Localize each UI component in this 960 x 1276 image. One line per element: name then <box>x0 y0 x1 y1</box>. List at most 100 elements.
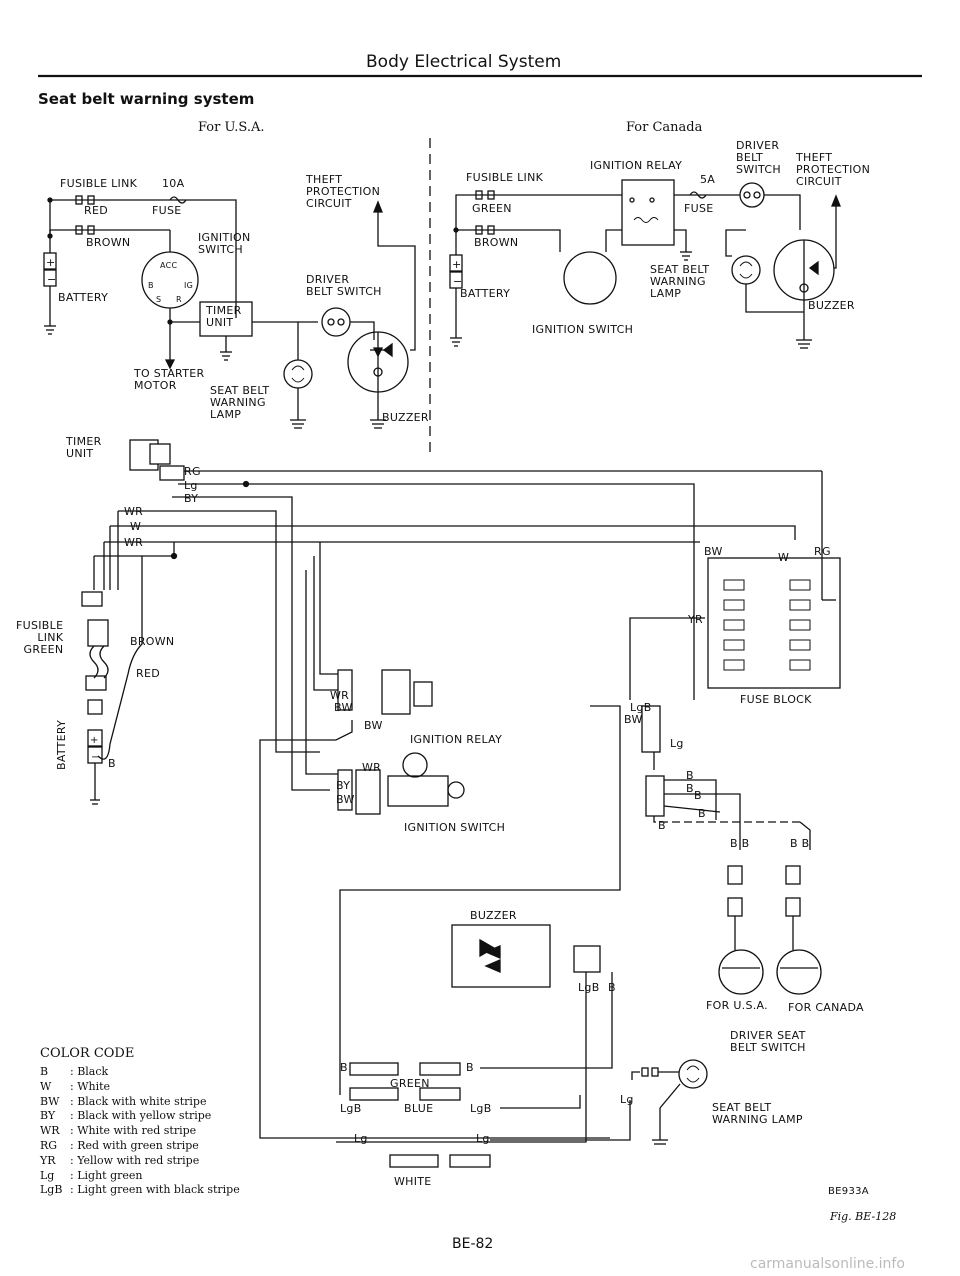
blue-label: BLUE <box>404 1102 434 1115</box>
buz-b: B <box>608 981 616 994</box>
sw-bw: BW <box>336 793 355 806</box>
color-code-entry: BW: Black with white stripe <box>40 1095 240 1110</box>
relay-wr: WR <box>330 689 350 702</box>
page-number: BE-82 <box>452 1236 494 1252</box>
color-code-entry: W: White <box>40 1080 240 1095</box>
bb-left: B B <box>730 837 750 850</box>
canada-driver-belt-switch: DRIVER BELT SWITCH <box>736 139 781 176</box>
buzzer-label: BUZZER <box>470 909 517 922</box>
color-code-entry: B : Black <box>40 1065 240 1080</box>
green-label: GREEN <box>390 1077 430 1090</box>
wiring-lines: + − <box>81 439 841 1168</box>
wire-wr1: WR <box>124 505 144 518</box>
usa-buzzer: BUZZER <box>382 411 429 424</box>
for-usa: FOR U.S.A. <box>706 999 768 1012</box>
color-code-entry: RG: Red with green stripe <box>40 1139 240 1154</box>
color-code: WR <box>40 1124 60 1138</box>
fb-yr: YR <box>688 613 703 626</box>
color-code-entry: LgB: Light green with black stripe <box>40 1183 240 1198</box>
buz-lgb: LgB <box>578 981 600 994</box>
svg-text:−: − <box>453 275 462 288</box>
usa-to-starter: TO STARTER MOTOR <box>134 367 205 392</box>
wiring-timer-unit: TIMER UNIT <box>66 435 102 460</box>
svg-text:+: + <box>46 256 55 269</box>
canada-battery: BATTERY <box>460 287 511 300</box>
color-code-entry: WR: White with red stripe <box>40 1124 240 1139</box>
white-label: WHITE <box>394 1175 432 1188</box>
relay-bw: BW <box>334 701 353 714</box>
fb-bw: BW <box>704 545 723 558</box>
lamp-lg: Lg <box>620 1093 634 1106</box>
sw-wr: WR <box>362 761 382 774</box>
usa-fusible-link: FUSIBLE LINK <box>60 177 138 190</box>
color-description: : Black <box>70 1065 109 1078</box>
conn-b3: B <box>694 789 702 802</box>
canada-fuse: FUSE <box>684 202 714 215</box>
usa-fuse: FUSE <box>152 204 182 217</box>
color-code-entry: BY : Black with yellow stripe <box>40 1109 240 1124</box>
bb-right: B B <box>790 837 810 850</box>
usa-b: B <box>148 281 154 290</box>
svg-text:−: − <box>47 273 56 286</box>
for-canada: FOR CANADA <box>788 1001 864 1014</box>
canada-schematic: + − <box>449 179 841 349</box>
wire-w: W <box>130 520 142 533</box>
fuse-block-label: FUSE BLOCK <box>740 693 812 706</box>
svg-text:−: − <box>91 752 99 763</box>
seat-belt-warning-lamp-label: SEAT BELT WARNING LAMP <box>712 1101 803 1126</box>
page-header-title: Body Electrical System <box>366 52 562 72</box>
wiring-brown: BROWN <box>130 635 175 648</box>
canada-buzzer: BUZZER <box>808 299 855 312</box>
color-code-title: COLOR CODE <box>40 1046 135 1061</box>
blue-lgb-left: LgB <box>340 1102 362 1115</box>
watermark: carmanualsonline.info <box>750 1256 905 1272</box>
color-code: BY <box>40 1109 56 1123</box>
usa-red: RED <box>84 204 108 217</box>
sw-by: BY <box>336 779 351 792</box>
color-code: YR <box>40 1153 56 1167</box>
usa-s: S <box>156 295 162 304</box>
color-code-entry: YR: Yellow with red stripe <box>40 1154 240 1169</box>
wire-lg: Lg <box>184 479 198 492</box>
color-description: : Light green <box>70 1168 143 1182</box>
color-code: B <box>40 1065 49 1078</box>
white-lg-left: Lg <box>354 1132 368 1145</box>
green-b-left: B <box>340 1061 348 1074</box>
conn-b2: B <box>686 782 694 795</box>
wire-by: BY <box>184 492 199 505</box>
canada-5a: 5A <box>700 173 716 186</box>
canada-title: For Canada <box>626 120 703 135</box>
conn-lgb: LgB <box>630 701 652 714</box>
relay-bw2: BW <box>364 719 383 732</box>
ignition-switch-label: IGNITION SWITCH <box>404 821 506 834</box>
usa-r: R <box>176 295 182 304</box>
color-description: : Black with yellow stripe <box>70 1109 212 1123</box>
green-b-right: B <box>466 1061 474 1074</box>
color-code: Lg <box>40 1168 55 1182</box>
canada-green: GREEN <box>472 202 512 215</box>
usa-title: For U.S.A. <box>198 120 265 135</box>
wire-rg: RG <box>184 465 201 478</box>
usa-theft: THEFT PROTECTION CIRCUIT <box>306 173 381 210</box>
svg-text:+: + <box>90 735 98 746</box>
canada-ignition-switch: IGNITION SWITCH <box>532 323 634 336</box>
color-code: W <box>40 1079 52 1093</box>
driver-seat-belt-switch: DRIVER SEAT BELT SWITCH <box>730 1029 806 1054</box>
conn-bw: BW <box>624 713 643 726</box>
usa-ignition-switch: IGNITION SWITCH <box>198 231 251 256</box>
usa-ig: IG <box>184 281 194 290</box>
canada-theft: THEFT PROTECTION CIRCUIT <box>796 151 871 188</box>
figure-number: Fig. BE-128 <box>830 1210 897 1223</box>
canada-ignition-relay: IGNITION RELAY <box>590 159 683 172</box>
ignition-relay-label: IGNITION RELAY <box>410 733 503 746</box>
color-description: : Red with green stripe <box>70 1138 199 1152</box>
conn-b5: B <box>658 819 666 832</box>
canada-brown: BROWN <box>474 236 519 249</box>
wiring-battery-b: B <box>108 757 116 770</box>
fb-rg: RG <box>814 545 831 558</box>
wiring-battery: BATTERY <box>55 719 68 770</box>
wiring-red: RED <box>136 667 160 680</box>
usa-10a: 10A <box>162 177 185 190</box>
wire-wr2: WR <box>124 536 144 549</box>
